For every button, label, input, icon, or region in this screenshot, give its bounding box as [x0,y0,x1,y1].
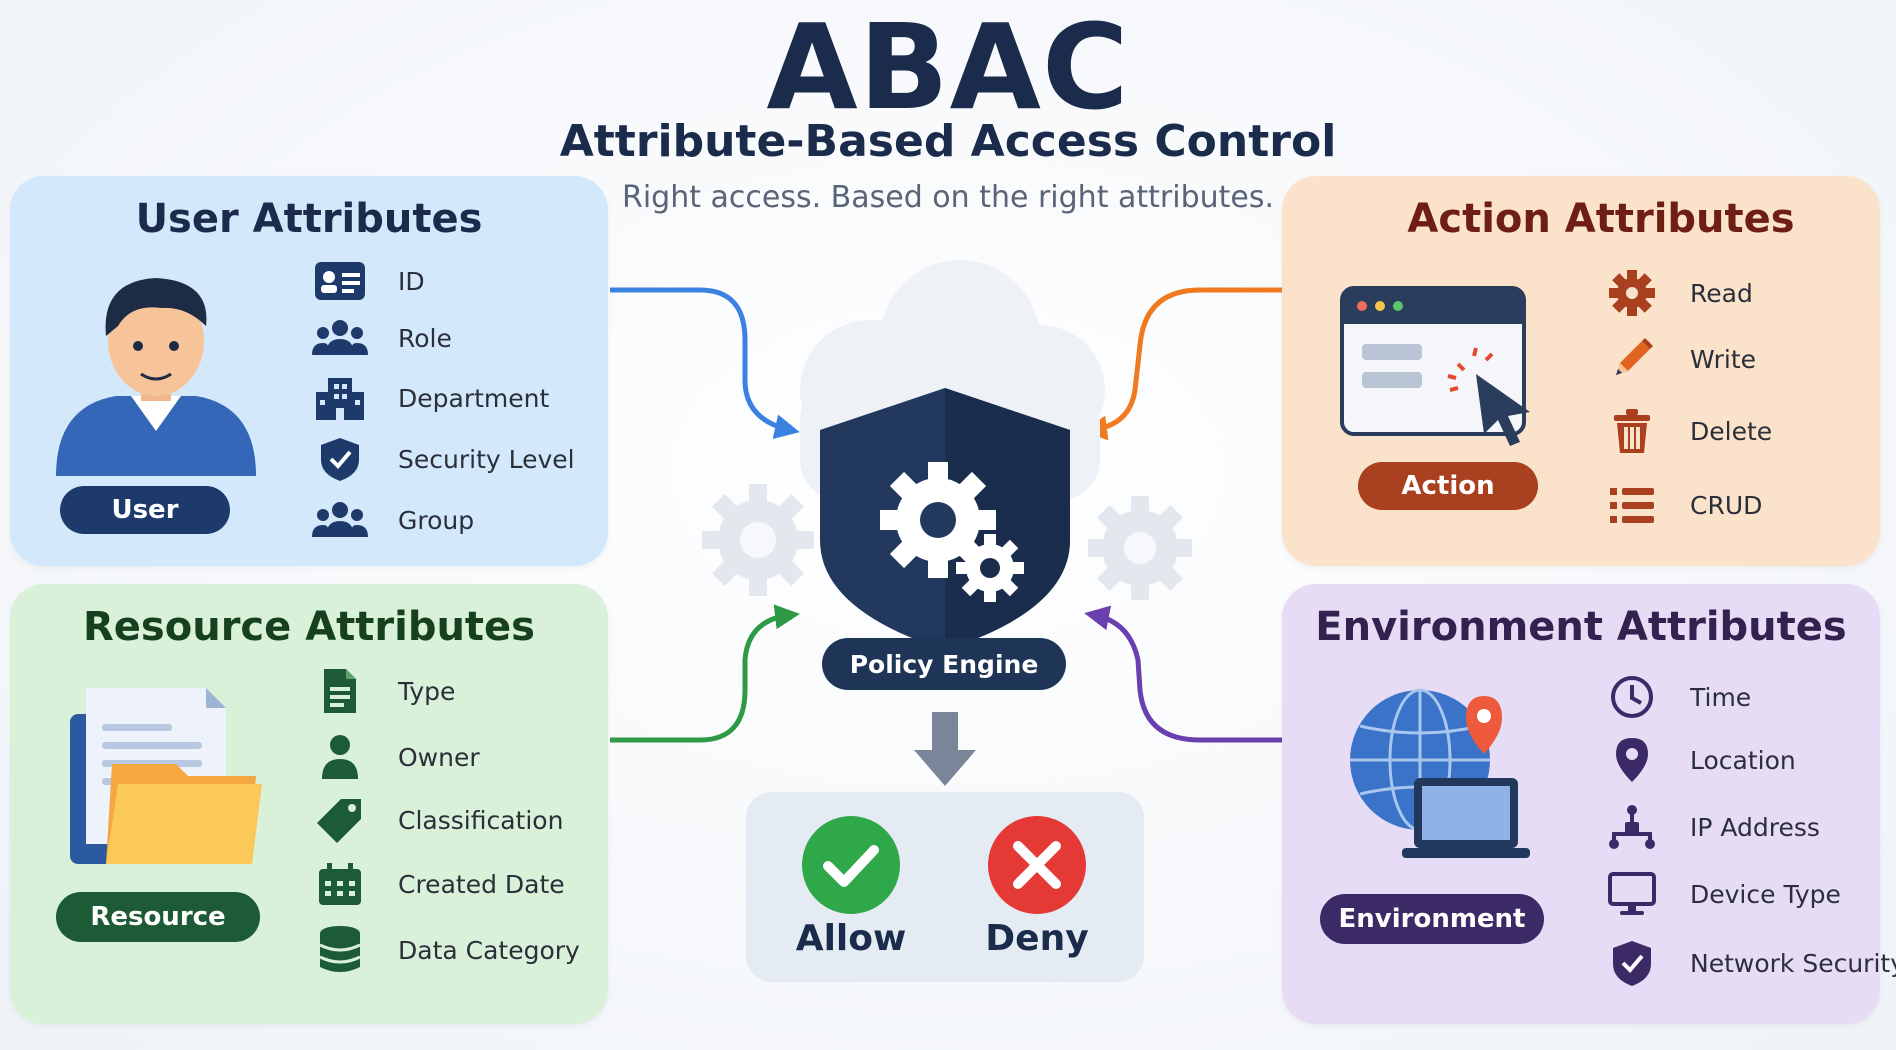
trash-icon [1602,406,1662,456]
environment-connector-arrow [1084,605,1282,743]
env-attr-location: Location [1602,735,1796,785]
resource-attr-data-category: Data Category [310,925,580,975]
people-icon [310,313,370,363]
action-attr-crud: CRUD [1602,480,1762,530]
tagline: Right access. Based on the right attribu… [621,180,1275,215]
action-panel-title: Action Attributes [1407,196,1795,242]
shield-check-icon [310,434,370,484]
resource-folder-icon [70,688,262,864]
user-connector-arrow [610,287,800,439]
allow-label: Allow [795,918,907,959]
user-attr-label: Security Level [398,444,575,474]
env-attr-label: IP Address [1690,812,1820,842]
resource-attr-label: Data Category [398,935,580,965]
policy-shield-icon [820,388,1070,650]
action-badge: Action [1358,462,1538,510]
user-attr-label: Group [398,505,475,535]
group-icon [310,495,370,545]
environment-attributes-panel: Environment Attributes Environment Time [1282,584,1896,1024]
env-attr-time: Time [1602,672,1751,722]
env-attr-label: Network Security [1690,948,1896,978]
document-icon [310,666,370,716]
resource-attr-classification: Classification [310,795,563,845]
user-attr-label: Department [398,383,550,413]
page-title: ABAC [766,0,1130,136]
faded-gear-right [1088,496,1192,600]
env-attr-label: Time [1690,682,1752,712]
user-badge: User [60,486,230,534]
id-card-icon [310,256,370,306]
resource-attr-label: Classification [398,805,564,835]
database-icon [310,925,370,975]
user-attr-role: Role [310,313,452,363]
user-attr-label: ID [398,266,425,296]
decision-box: Allow Deny [746,792,1144,982]
person-icon [310,732,370,782]
action-attr-label: CRUD [1690,490,1763,520]
resource-attr-label: Owner [398,742,480,772]
deny-label: Deny [985,918,1089,959]
resource-attr-owner: Owner [310,732,480,782]
pencil-icon [1602,334,1662,384]
tag-icon [310,795,370,845]
env-attr-network-security: Network Security [1602,938,1896,988]
resource-connector-arrow [610,604,800,743]
resource-badge: Resource [56,892,260,942]
action-connector-arrow [1082,287,1282,441]
monitor-icon [1602,869,1662,919]
faded-gear-left [702,484,814,596]
shield-check-icon [1602,938,1662,988]
user-attr-id: ID [310,256,425,306]
building-icon [310,373,370,423]
env-attr-label: Location [1690,745,1796,775]
allow-check-icon [802,816,900,914]
resource-attr-label: Type [398,676,456,706]
resource-attr-type: Type [310,666,455,716]
action-attr-label: Read [1690,278,1753,308]
list-icon [1602,480,1662,530]
user-attr-security-level: Security Level [310,434,575,484]
resource-attributes-panel: Resource Attributes Resource Type [10,584,608,1024]
page-subtitle: Attribute-Based Access Control [559,116,1337,167]
user-attr-label: Role [398,323,452,353]
user-attributes-panel: User Attributes User ID Role [10,176,608,566]
browser-window-icon [1340,286,1530,446]
action-attr-delete: Delete [1602,406,1772,456]
action-attr-label: Write [1690,344,1757,374]
environment-badge: Environment [1320,894,1544,944]
resource-attr-label: Created Date [398,869,565,899]
action-attributes-panel: Action Attributes Action Read [1282,176,1880,566]
network-icon [1602,802,1662,852]
environment-panel-title: Environment Attributes [1315,604,1847,650]
user-panel-title: User Attributes [135,196,483,242]
env-attr-device-type: Device Type [1602,869,1841,919]
resource-attr-created-date: Created Date [310,859,565,909]
action-attr-write: Write [1602,334,1756,384]
action-attr-label: Delete [1690,416,1773,446]
clock-icon [1602,672,1662,722]
calendar-icon [310,859,370,909]
deny-x-icon [988,816,1086,914]
resource-panel-title: Resource Attributes [83,604,535,650]
user-avatar-icon [56,278,256,476]
action-attr-read: Read [1602,268,1753,318]
user-attr-department: Department [310,373,549,423]
location-pin-icon [1602,735,1662,785]
env-attr-label: Device Type [1690,879,1841,909]
user-attr-group: Group [310,495,474,545]
gear-icon [1602,268,1662,318]
policy-engine-label: Policy Engine [822,638,1066,690]
down-arrow-icon [914,712,976,786]
globe-laptop-icon [1350,688,1530,858]
env-attr-ip-address: IP Address [1602,802,1820,852]
